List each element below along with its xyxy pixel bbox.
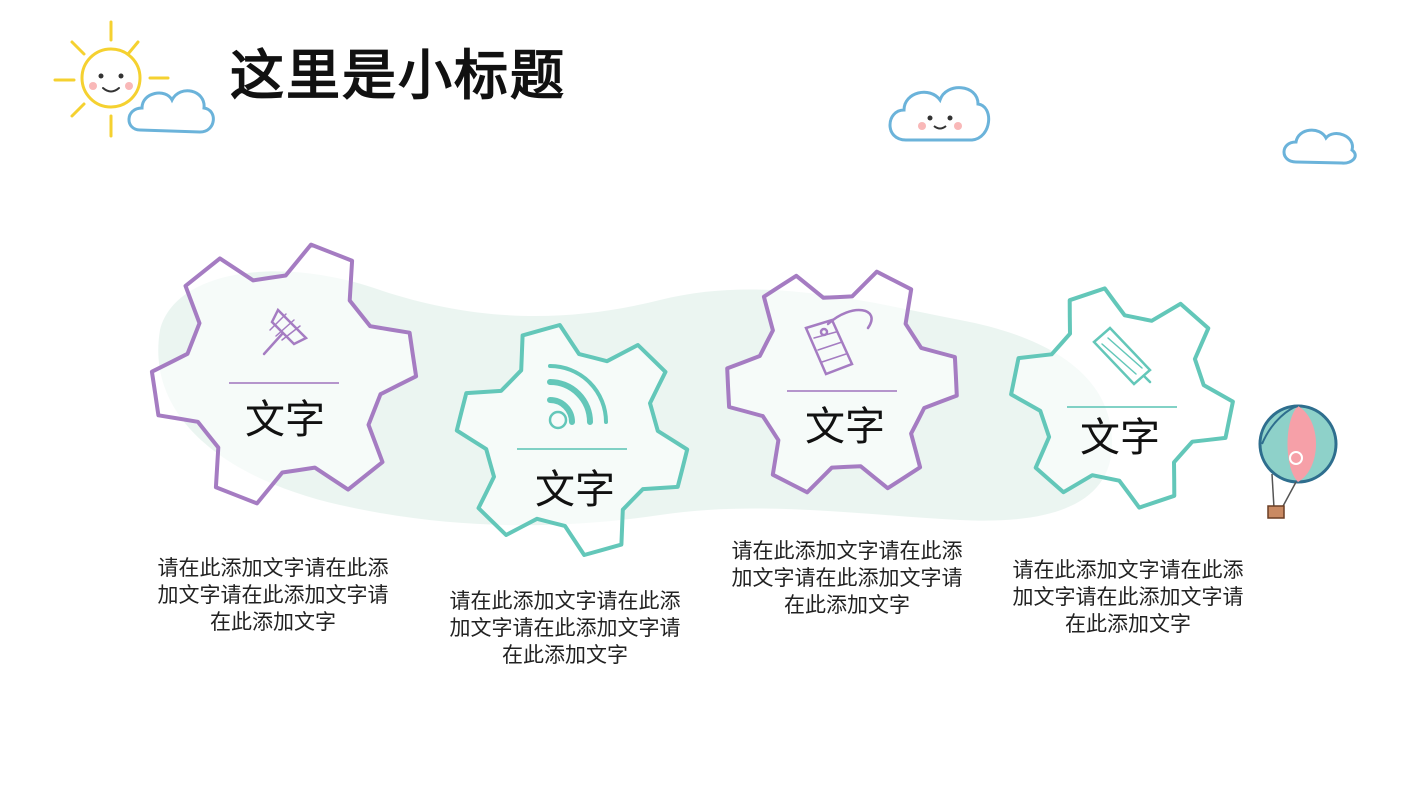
price-tag-icon [804, 308, 873, 376]
gear-3-outline [725, 269, 959, 495]
gear-4-outline [1009, 286, 1235, 510]
gear-2-outline [454, 323, 690, 557]
sun-icon [53, 20, 170, 138]
gear-2 [454, 323, 690, 557]
gear-1-label: 文字 [245, 397, 325, 443]
gear-1 [149, 242, 419, 506]
gear-4-label: 文字 [1080, 415, 1160, 461]
rss-feed-icon [547, 364, 608, 430]
hot-air-balloon-icon [1258, 404, 1338, 519]
gear-4-description: 请在此添加文字请在此添加文字请在此添加文字请在此添加文字 [1012, 558, 1244, 636]
gear-1-description: 请在此添加文字请在此添加文字请在此添加文字请在此添加文字 [157, 556, 389, 634]
gear-3 [725, 269, 959, 495]
gear-3-description: 请在此添加文字请在此添加文字请在此添加文字请在此添加文字 [731, 539, 963, 617]
pushpin-icon [262, 307, 309, 356]
battery-icon [1092, 326, 1152, 386]
slide-title: 这里是小标题 [230, 43, 566, 107]
gear-4 [1009, 286, 1235, 510]
gear-2-label: 文字 [535, 467, 615, 513]
gear-2-description: 请在此添加文字请在此添加文字请在此添加文字请在此添加文字 [449, 589, 681, 667]
cloud-icon [127, 89, 215, 134]
gear-3-label: 文字 [805, 404, 885, 450]
small-cloud-icon [1282, 128, 1357, 165]
smiling-cloud-icon [888, 86, 991, 142]
gear-1-outline [149, 242, 419, 506]
